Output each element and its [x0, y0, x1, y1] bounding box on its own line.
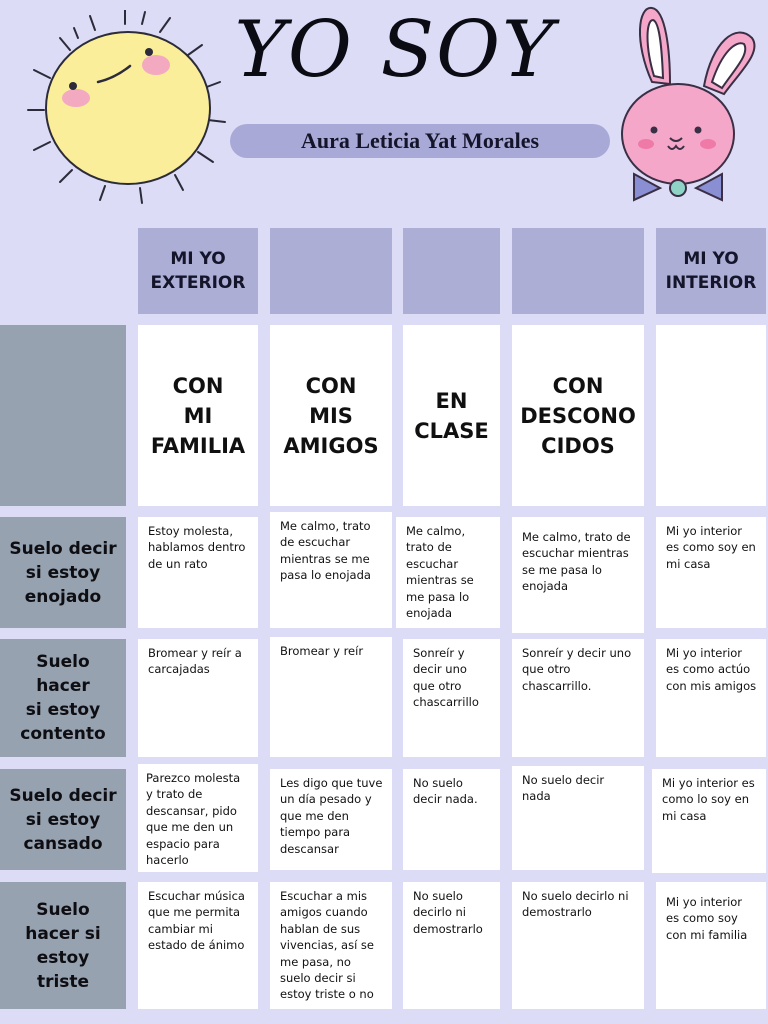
row-label-cansado: Suelo decir si estoy cansado — [0, 769, 126, 870]
cell-cansado-desconocidos: No suelo decir nada — [512, 766, 644, 870]
context-desconocidos: CON DESCONO CIDOS — [512, 325, 644, 506]
cell-enojado-familia: Estoy molesta, hablamos dentro de un rat… — [138, 517, 258, 628]
cell-triste-amigos: Escuchar a mis amigos cuando hablan de s… — [270, 882, 392, 1009]
header-interior: MI YO INTERIOR — [656, 228, 766, 314]
cell-contento-familia: Bromear y reír a carcajadas — [138, 639, 258, 757]
cell-triste-interior: Mi yo interior es como soy con mi famili… — [656, 882, 766, 1009]
cell-enojado-amigos: Me calmo, trato de escuchar mientras se … — [270, 512, 392, 628]
cell-cansado-interior: Mi yo interior es como lo soy en mi casa — [652, 769, 766, 873]
row-label-enojado: Suelo decir si estoy enojado — [0, 517, 126, 628]
context-familia: CON MI FAMILIA — [138, 325, 258, 506]
header-blank-2 — [270, 228, 392, 314]
header-blank-4 — [512, 228, 644, 314]
cell-triste-desconocidos: No suelo decirlo ni demostrarlo — [512, 882, 644, 1009]
cell-triste-familia: Escuchar música que me permita cambiar m… — [138, 882, 258, 1009]
cell-contento-desconocidos: Sonreír y decir uno que otro chascarrill… — [512, 639, 644, 757]
context-interior — [656, 325, 766, 506]
cell-contento-clase: Sonreír y decir uno que otro chascarrill… — [403, 639, 500, 757]
cell-contento-amigos: Bromear y reír — [270, 637, 392, 757]
row-label-blank — [0, 325, 126, 506]
cell-enojado-desconocidos: Me calmo, trato de escuchar mientras se … — [512, 517, 644, 633]
name-banner: Aura Leticia Yat Morales — [230, 124, 610, 158]
header-exterior: MI YO EXTERIOR — [138, 228, 258, 314]
cell-triste-clase: No suelo decirlo ni demostrarlo — [403, 882, 500, 1009]
header-blank-3 — [403, 228, 500, 314]
row-label-triste: Suelo hacer si estoy triste — [0, 882, 126, 1009]
cell-cansado-amigos: Les digo que tuve un día pesado y que me… — [270, 769, 392, 870]
cell-cansado-familia: Parezco molesta y trato de descansar, pi… — [138, 764, 258, 872]
context-clase: EN CLASE — [403, 325, 500, 506]
student-name: Aura Leticia Yat Morales — [300, 128, 540, 153]
cell-enojado-interior: Mi yo interior es como soy en mi casa — [656, 517, 766, 628]
cell-cansado-clase: No suelo decir nada. — [403, 769, 500, 870]
sun-illustration — [27, 10, 226, 204]
cell-enojado-clase: Me calmo, trato de escuchar mientras se … — [396, 517, 500, 628]
row-label-contento: Suelo hacer si estoy contento — [0, 639, 126, 757]
page-title: YO SOY — [234, 5, 556, 95]
bunny-illustration — [621, 7, 756, 202]
context-amigos: CON MIS AMIGOS — [270, 325, 392, 506]
cell-contento-interior: Mi yo interior es como actúo con mis ami… — [656, 639, 766, 757]
